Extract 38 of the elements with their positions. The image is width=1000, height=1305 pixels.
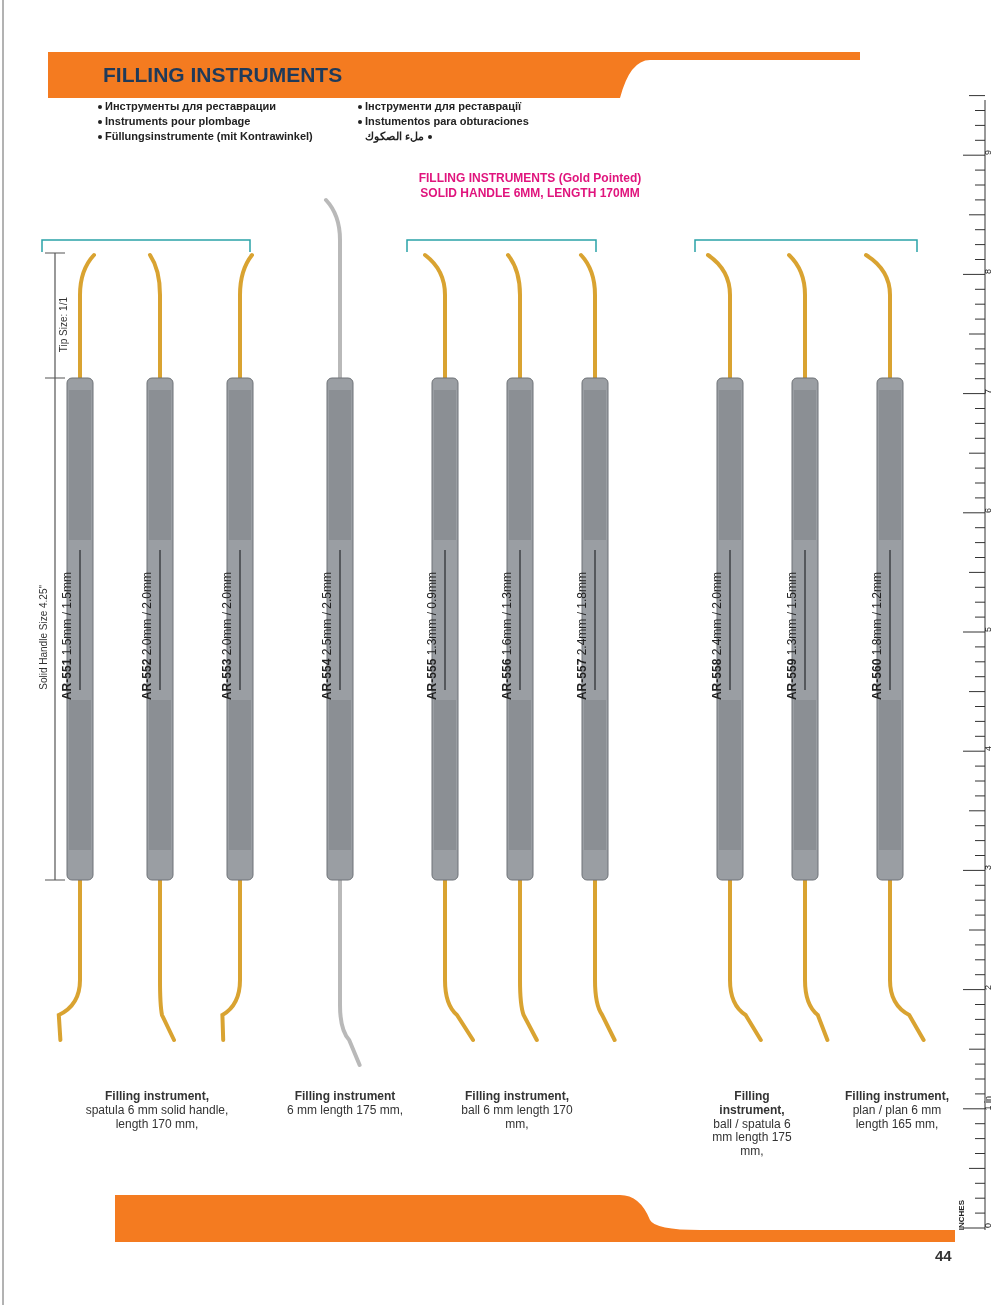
section-heading: FILLING INSTRUMENTS (Gold Pointed) [417, 172, 643, 186]
ruler-unit: INCHES [957, 1199, 967, 1230]
item-code-label: AR-553 2.0mm / 2.0mm [221, 571, 235, 700]
dimension-label: Tip Size: 1/1 [58, 296, 70, 352]
section-heading: SOLID HANDLE 6MM, LENGTH 170MM [419, 187, 641, 201]
ruler-number: 4 [983, 746, 994, 752]
ruler-number: 0 [983, 1223, 994, 1228]
bullet-text: Füllungsinstrumente (mit Kontrawinkel) [105, 130, 313, 143]
dimension-label: Solid Handle Size 4.25" [38, 585, 50, 690]
item-code-label: AR-552 2.0mm / 2.0mm [141, 571, 155, 700]
item-code-label: AR-555 1.3mm / 0.9mm [426, 571, 440, 700]
product-caption: Filling instrument 6 mm length 175 mm, [285, 1090, 404, 1118]
page-number: 44 [935, 1247, 952, 1265]
item-code-label: AR-554 2.5mm / 2.5mm [321, 571, 335, 700]
bullet-text: Instumentos para obturaciones [365, 115, 529, 128]
item-code-label: AR-560 1.8mm / 1.2mm [871, 571, 885, 700]
product-caption: Filling instrument, ball / spatula 6 mm length 175 mm, [711, 1090, 793, 1159]
ruler-number: 8 [983, 269, 994, 275]
ruler-number: 6 [983, 507, 994, 513]
product-caption: Filling instrument, spatula 6 mm solid handle, length 170 mm, [84, 1090, 230, 1132]
bullet-text: Инструменты для реставрации [105, 100, 276, 113]
ruler-number: 7 [983, 388, 994, 394]
bullet-text: ملء الصكوك [365, 130, 425, 143]
bullet-text: Інструменти для реставрації [365, 100, 522, 113]
ruler-number: 1 in [983, 1096, 994, 1111]
product-caption: Filling instrument, plan / plan 6 mm length 165 mm, [844, 1090, 950, 1132]
ruler-number: 3 [983, 865, 994, 871]
bullet-text: Instruments pour plombage [105, 115, 251, 128]
item-code-label: AR-556 1.6mm / 1.3mm [501, 571, 515, 700]
product-caption: Filling instrument, ball 6 mm length 170 mm, [460, 1090, 574, 1132]
item-code-label: AR-558 2.4mm / 2.0mm [711, 571, 725, 700]
ruler-number: 2 [983, 984, 994, 990]
ruler-number: 5 [983, 627, 994, 632]
item-code-label: AR-559 1.3mm / 1.5mm [786, 571, 800, 700]
ruler-number: 9 [983, 150, 994, 156]
item-code-label: AR-557 2.4mm / 1.8mm [576, 571, 590, 700]
item-code-label: AR-551 1.5mm / 1.5mm [61, 571, 75, 700]
page-title: FILLING INSTRUMENTS [103, 63, 343, 88]
